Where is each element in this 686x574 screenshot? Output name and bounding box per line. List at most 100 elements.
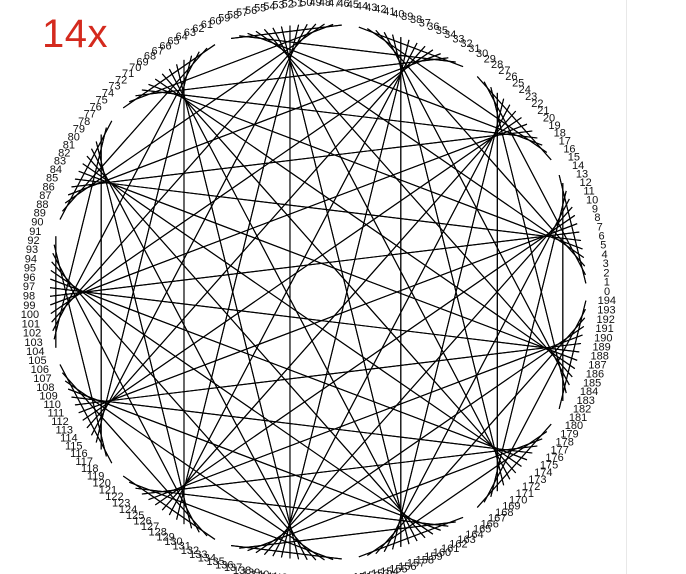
- point-label: 78: [78, 116, 90, 128]
- point-label: 164: [465, 529, 483, 541]
- point-label: 19: [548, 120, 560, 132]
- point-label: 194: [598, 295, 616, 307]
- point-label: 94: [25, 253, 37, 265]
- chord-line: [358, 516, 464, 558]
- point-label: 120: [93, 478, 111, 490]
- chord-lines: [49, 23, 587, 561]
- point-label: 122: [105, 491, 123, 503]
- point-label: 116: [70, 448, 88, 460]
- point-label: 102: [23, 328, 41, 340]
- point-label: 152: [362, 570, 380, 574]
- chord-line: [476, 76, 552, 161]
- chord-line: [490, 190, 567, 497]
- point-label: 45: [347, 0, 359, 11]
- point-label: 163: [457, 534, 475, 546]
- point-label: 57: [236, 7, 248, 19]
- chord-line: [483, 81, 586, 275]
- point-label: 17: [559, 135, 571, 147]
- chord-line: [64, 23, 325, 204]
- point-label: 179: [560, 428, 578, 440]
- chord-line: [392, 34, 505, 486]
- chord-line: [168, 42, 418, 516]
- chord-line: [62, 372, 208, 537]
- point-label: 0: [604, 286, 610, 298]
- chord-line: [161, 73, 517, 474]
- point-label: 92: [27, 235, 39, 247]
- chord-line: [91, 148, 308, 561]
- point-label: 87: [39, 190, 51, 202]
- point-label: 21: [537, 105, 549, 117]
- chord-line: [78, 223, 578, 414]
- point-label: 5: [600, 240, 606, 252]
- point-label: 109: [39, 391, 57, 403]
- point-label: 139: [242, 567, 260, 574]
- point-label: 71: [122, 68, 134, 80]
- chord-line: [231, 544, 342, 560]
- point-label: 43: [365, 2, 377, 14]
- point-label: 7: [597, 221, 603, 233]
- chord-line: [263, 206, 573, 555]
- point-label: 115: [65, 440, 83, 452]
- point-label: 165: [473, 524, 491, 536]
- point-label: 186: [586, 369, 604, 381]
- point-label: 38: [410, 14, 422, 26]
- point-label: 140: [251, 569, 269, 574]
- chord-line: [375, 29, 586, 267]
- point-label: 6: [599, 230, 605, 242]
- point-label: 134: [198, 553, 216, 565]
- point-label: 77: [84, 109, 96, 121]
- point-label: 34: [444, 29, 456, 41]
- point-label: 91: [29, 226, 41, 238]
- chord-line: [74, 342, 582, 406]
- chord-line: [91, 23, 308, 436]
- chord-line: [367, 28, 548, 153]
- point-label: 90: [31, 217, 43, 229]
- point-label: 81: [63, 139, 75, 151]
- chord-line: [50, 123, 528, 306]
- point-label: 141: [260, 571, 278, 574]
- point-label: 157: [407, 558, 425, 570]
- chord-line: [62, 47, 208, 212]
- point-label: 98: [23, 291, 35, 303]
- chord-line: [82, 163, 522, 467]
- chord-line: [375, 317, 586, 555]
- point-label: 173: [528, 474, 546, 486]
- chord-line: [161, 110, 517, 511]
- point-label: 3: [603, 258, 609, 270]
- point-label: 42: [374, 4, 386, 16]
- point-label: 110: [43, 399, 61, 411]
- point-label: 132: [181, 545, 199, 557]
- point-label: 182: [573, 403, 591, 415]
- chord-line: [239, 521, 456, 549]
- point-label: 124: [119, 504, 137, 516]
- point-label: 18: [554, 128, 566, 140]
- point-label: 184: [580, 386, 598, 398]
- point-label: 111: [48, 408, 65, 420]
- point-label: 55: [254, 3, 266, 15]
- point-label: 162: [449, 538, 467, 550]
- point-label: 15: [568, 152, 580, 164]
- point-label: 72: [115, 74, 127, 86]
- point-label: 39: [401, 11, 413, 23]
- point-label: 28: [491, 59, 503, 71]
- chord-line: [129, 23, 334, 103]
- point-label: 156: [398, 561, 416, 573]
- point-label: 174: [534, 467, 552, 479]
- chord-line: [154, 78, 576, 370]
- point-label: 130: [164, 536, 182, 548]
- point-label: 44: [356, 0, 368, 12]
- chord-line: [64, 380, 325, 561]
- chord-line: [74, 178, 582, 242]
- point-label: 154: [380, 566, 398, 574]
- chord-line: [239, 35, 456, 63]
- point-label: 155: [389, 563, 407, 574]
- chord-line: [141, 445, 538, 495]
- point-label: 68: [144, 51, 156, 63]
- chord-line: [122, 44, 216, 109]
- point-label: 137: [224, 562, 242, 574]
- point-label: 193: [597, 305, 615, 317]
- point-label: 50: [300, 0, 312, 9]
- point-label: 46: [337, 0, 349, 10]
- chord-line: [148, 334, 583, 501]
- multiplier-label: 14x: [42, 12, 108, 56]
